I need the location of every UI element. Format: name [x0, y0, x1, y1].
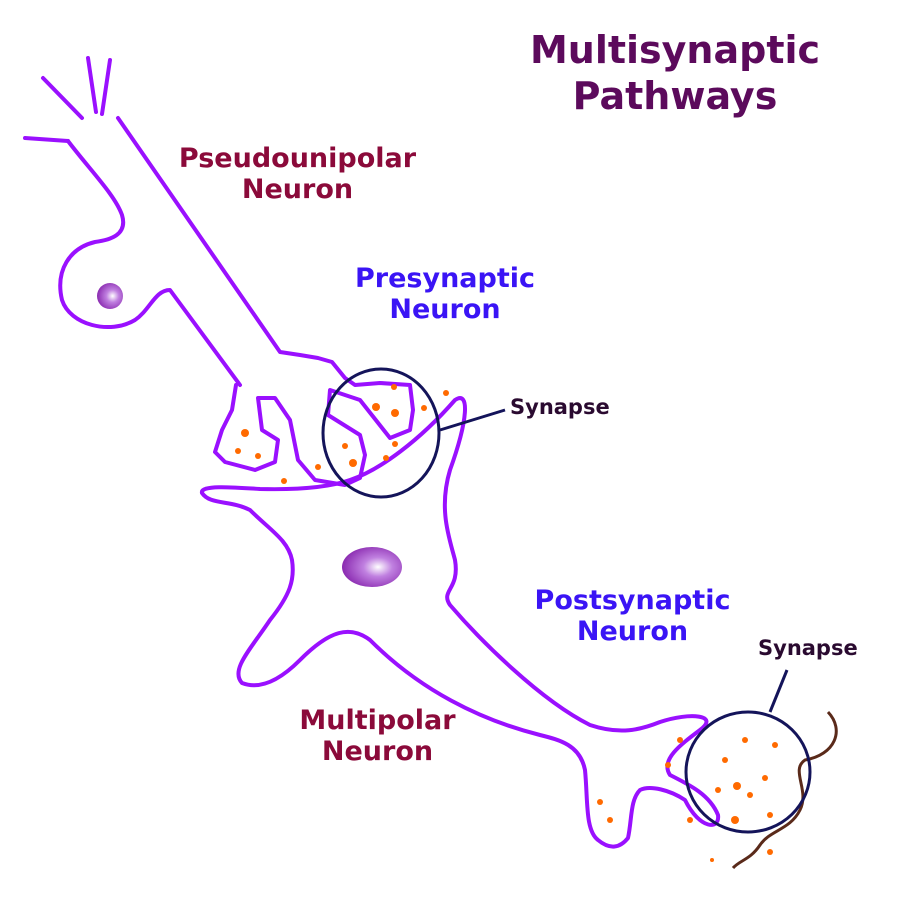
- label-line: Postsynaptic: [534, 585, 731, 616]
- label-line: Neuron: [389, 294, 501, 326]
- title-line-2: Pathways: [572, 73, 778, 118]
- label-line: Neuron: [241, 174, 354, 206]
- diagram-title: Multisynaptic Pathways: [500, 28, 850, 119]
- label-line: Pseudounipolar: [178, 143, 417, 174]
- pseudounipolar-nucleus: [97, 283, 123, 309]
- synapse-pointer-1: [439, 408, 506, 432]
- label-line: Multipolar: [299, 705, 456, 736]
- synapse-circle-2: [684, 710, 812, 834]
- synapse-label-2: Synapse: [758, 636, 858, 660]
- label-line: Neuron: [576, 616, 689, 648]
- label-line: Presynaptic: [354, 263, 536, 294]
- multipolar-nucleus: [342, 547, 402, 587]
- next-neuron-dendrite: [731, 710, 838, 870]
- synapse-pointer-2: [768, 669, 789, 713]
- vesicles: [235, 384, 778, 862]
- multipolar-label: Multipolar Neuron: [290, 705, 465, 767]
- presynaptic-label: Presynaptic Neuron: [345, 263, 545, 325]
- postsynaptic-label: Postsynaptic Neuron: [525, 585, 740, 647]
- multipolar-neuron: [200, 396, 721, 849]
- label-line: Neuron: [321, 736, 434, 768]
- synapse-circle-1: [321, 367, 441, 499]
- synapse-label-1: Synapse: [510, 395, 610, 419]
- title-line-1: Multisynaptic: [529, 28, 821, 72]
- pseudounipolar-label: Pseudounipolar Neuron: [175, 143, 420, 205]
